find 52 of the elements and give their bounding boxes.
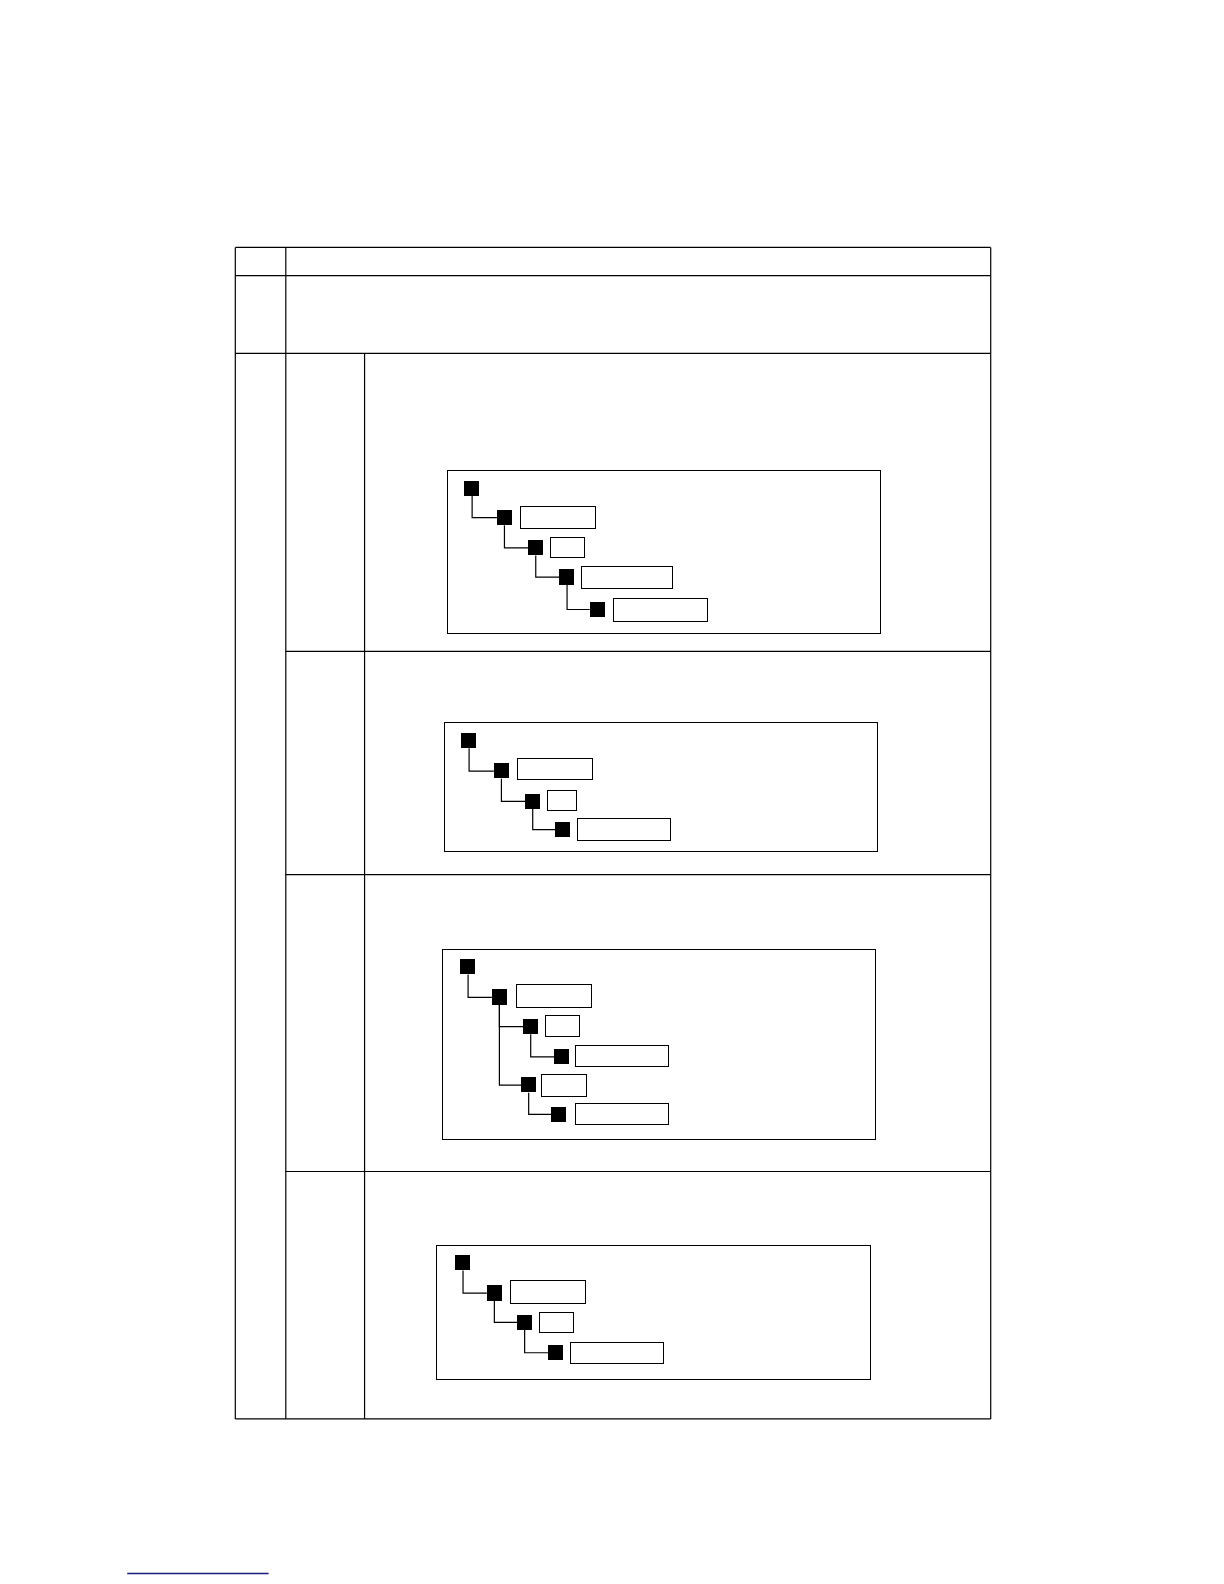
tree-node-marker bbox=[493, 763, 509, 779]
tree-node-marker bbox=[551, 1106, 567, 1122]
tree-node-marker bbox=[589, 601, 605, 617]
empty-box bbox=[541, 1074, 587, 1097]
connector-line bbox=[500, 778, 526, 802]
tree-node-marker bbox=[522, 1018, 539, 1034]
connector-line bbox=[530, 1033, 556, 1058]
tree-node-marker bbox=[486, 1285, 502, 1301]
connector-line bbox=[498, 1004, 522, 1086]
empty-box bbox=[516, 758, 593, 781]
empty-box bbox=[577, 817, 672, 842]
connector-line bbox=[493, 1300, 518, 1324]
connector-line bbox=[503, 524, 529, 549]
tree-panel bbox=[447, 469, 881, 635]
empty-box bbox=[509, 1280, 586, 1304]
tree-node-marker bbox=[455, 1255, 471, 1271]
connector-line bbox=[532, 808, 557, 831]
tree-panel bbox=[444, 722, 878, 853]
empty-box bbox=[575, 1102, 670, 1125]
empty-box bbox=[575, 1045, 670, 1068]
tree-node-marker bbox=[555, 821, 571, 837]
connector-line bbox=[471, 495, 498, 519]
tree-node-marker bbox=[496, 509, 512, 525]
connector-line bbox=[535, 554, 561, 578]
connector-line bbox=[467, 973, 493, 998]
empty-box bbox=[545, 1014, 581, 1037]
empty-box bbox=[539, 1311, 575, 1333]
tree-node-marker bbox=[516, 1314, 532, 1330]
empty-box bbox=[570, 1341, 665, 1365]
empty-box bbox=[547, 789, 578, 811]
tree-node-marker bbox=[554, 1049, 570, 1065]
tree-panel bbox=[442, 949, 876, 1141]
connector-line bbox=[566, 584, 591, 611]
empty-box bbox=[515, 984, 592, 1008]
connector-line bbox=[462, 1269, 488, 1294]
empty-box bbox=[550, 537, 585, 559]
tree-node-marker bbox=[559, 569, 575, 585]
tree-node-marker bbox=[460, 959, 476, 975]
tree-node-marker bbox=[548, 1344, 564, 1361]
tree-panel bbox=[436, 1245, 871, 1380]
tree-node-marker bbox=[464, 480, 480, 496]
empty-box bbox=[612, 597, 708, 622]
tree-node-marker bbox=[491, 989, 507, 1005]
connector-line bbox=[468, 747, 495, 772]
tree-node-marker bbox=[520, 1077, 537, 1093]
empty-box bbox=[581, 566, 674, 589]
connector-line bbox=[528, 1092, 552, 1116]
connector-line bbox=[524, 1329, 549, 1354]
tree-node-marker bbox=[527, 540, 544, 556]
tree-node-marker bbox=[524, 793, 541, 809]
tree-node-marker bbox=[461, 733, 477, 749]
empty-box bbox=[519, 505, 596, 529]
